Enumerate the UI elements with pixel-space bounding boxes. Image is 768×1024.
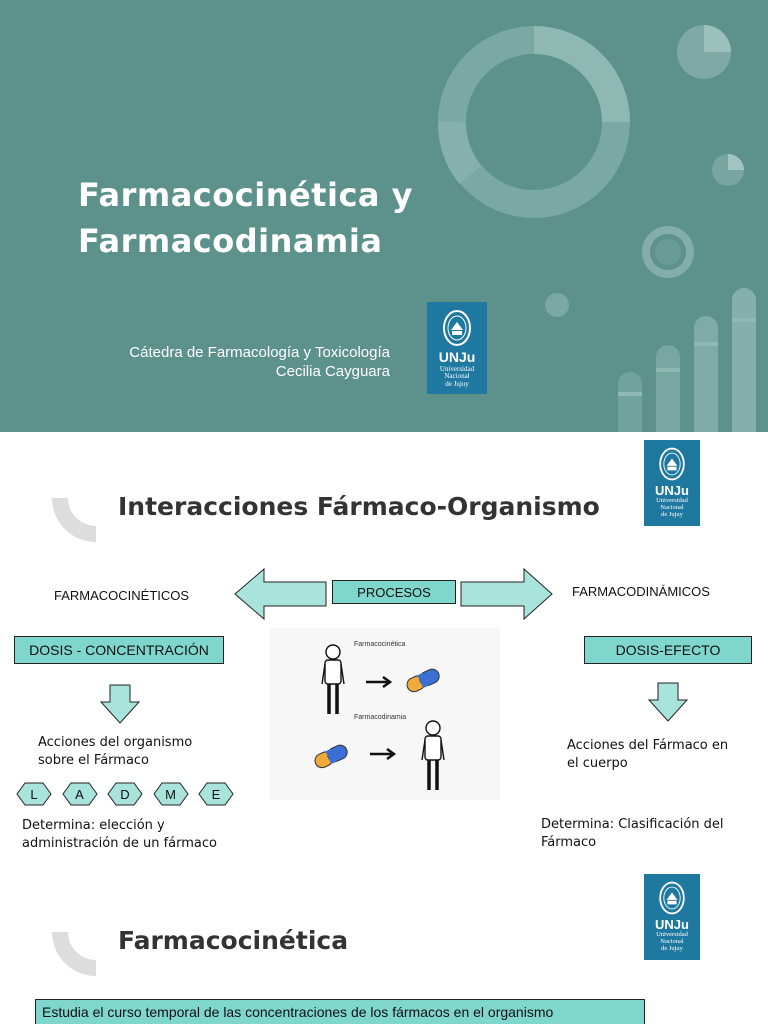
right-actions-line-2: el cuerpo bbox=[567, 756, 628, 771]
logo-line-2: Nacional bbox=[660, 503, 684, 511]
subtitle-line-1: Cátedra de Farmacología y Toxicología bbox=[129, 344, 390, 361]
ladme-letter: A bbox=[75, 786, 84, 802]
down-arrow-right-icon bbox=[648, 682, 688, 722]
left-determina-line-1: Determina: elección y bbox=[22, 818, 165, 833]
right-determina-line-2: Fármaco bbox=[541, 835, 597, 850]
ladme-hexagon: M bbox=[152, 782, 189, 806]
ladme-letter: L bbox=[30, 786, 38, 802]
hexagon-shape bbox=[198, 782, 234, 806]
procesos-box: PROCESOS bbox=[332, 580, 456, 604]
ladme-hexagon: A bbox=[61, 782, 98, 806]
person-icon bbox=[421, 720, 445, 790]
left-actions-text: Acciones del organismo sobre el Fármaco bbox=[38, 734, 192, 770]
ladme-letter: D bbox=[120, 786, 130, 802]
farmacocineticos-label: FARMACOCINÉTICOS bbox=[54, 588, 190, 603]
university-emblem-icon bbox=[443, 310, 471, 346]
right-arrow bbox=[460, 568, 553, 620]
ladme-letter: M bbox=[165, 786, 176, 802]
left-actions-line-1: Acciones del organismo bbox=[38, 735, 193, 750]
subtitle-line-2: Cecilia Cayguara bbox=[275, 363, 390, 380]
right-actions-text: Acciones del Fármaco en el cuerpo bbox=[567, 737, 728, 773]
unju-logo: UNJu Universidad Nacional de Jujuy bbox=[644, 874, 700, 960]
left-determina-text: Determina: elección y administración de … bbox=[22, 817, 217, 853]
interacciones-slide: UNJu Universidad Nacional de Jujuy Inter… bbox=[0, 432, 768, 864]
ladme-hexagon: D bbox=[107, 782, 143, 806]
presentation-title: Farmacocinética y Farmacodinamia bbox=[78, 172, 498, 264]
dosis-efecto-box: DOSIS-EFECTO bbox=[584, 636, 752, 664]
logo-line-2: Nacional bbox=[444, 372, 470, 381]
hexagon-shape bbox=[152, 782, 189, 806]
slide-heading: Farmacocinética bbox=[118, 926, 349, 955]
university-emblem-icon bbox=[659, 881, 685, 915]
right-determina-line-1: Determina: Clasificación del bbox=[541, 817, 724, 832]
right-actions-line-1: Acciones del Fármaco en bbox=[567, 738, 729, 753]
logo-line-3: de Jujuy bbox=[661, 944, 683, 952]
definition-box: Estudia el curso temporal de las concent… bbox=[35, 999, 645, 1024]
left-actions-line-2: sobre el Fármaco bbox=[38, 753, 150, 768]
down-arrow-left-icon bbox=[100, 684, 140, 724]
slide-heading: Interacciones Fármaco-Organismo bbox=[118, 492, 600, 521]
logo-line-2: Nacional bbox=[660, 937, 684, 945]
title-line-1: Farmacocinética y bbox=[78, 176, 413, 214]
unju-logo: UNJu Universidad Nacional de Jujuy bbox=[427, 302, 487, 394]
illustration-caption-top: Farmacocinética bbox=[354, 641, 406, 648]
left-determina-line-2: administración de un fármaco bbox=[22, 836, 217, 851]
hexagon-shape bbox=[107, 782, 143, 806]
ladme-hexagon: E bbox=[198, 782, 234, 806]
logo-name: UNJu bbox=[655, 483, 689, 498]
left-arrow bbox=[234, 568, 327, 620]
logo-line-3: de Jujuy bbox=[661, 510, 683, 518]
logo-line-1: Universidad bbox=[656, 497, 688, 504]
ladme-hexagon: L bbox=[16, 782, 52, 806]
right-determina-text: Determina: Clasificación del Fármaco bbox=[541, 816, 724, 852]
logo-line-1: Universidad bbox=[656, 931, 688, 938]
logo-line-1: Universidad bbox=[439, 365, 475, 373]
capsule-icon bbox=[314, 744, 348, 769]
presentation-subtitle: Cátedra de Farmacología y Toxicología Ce… bbox=[129, 343, 390, 381]
hexagon-shape bbox=[16, 782, 52, 806]
arrows-diagram bbox=[234, 568, 553, 620]
corner-decoration bbox=[52, 932, 96, 976]
capsule-icon bbox=[406, 668, 440, 693]
farmacodinamicos-label: FARMACODINÁMICOS bbox=[572, 584, 710, 599]
unju-logo: UNJu Universidad Nacional de Jujuy bbox=[644, 440, 700, 526]
university-emblem-icon bbox=[659, 447, 685, 481]
corner-decoration bbox=[52, 498, 96, 542]
decorative-circles bbox=[438, 25, 756, 432]
dosis-concentracion-box: DOSIS - CONCENTRACIÓN bbox=[14, 636, 224, 664]
pk-pd-illustration: Farmacocinética Farmacodinamia bbox=[270, 628, 500, 800]
title-line-2: Farmacodinamia bbox=[78, 222, 383, 260]
ladme-letter: E bbox=[211, 786, 221, 802]
logo-name: UNJu bbox=[438, 349, 476, 365]
illustration-drawing bbox=[314, 644, 445, 790]
person-icon bbox=[321, 644, 345, 714]
logo-name: UNJu bbox=[655, 917, 689, 932]
illustration-caption-bottom: Farmacodinamia bbox=[354, 714, 407, 721]
logo-line-3: de Jujuy bbox=[445, 379, 469, 388]
farmacocinetica-slide: UNJu Universidad Nacional de Jujuy Farma… bbox=[0, 864, 768, 1024]
hexagon-shape bbox=[61, 782, 98, 806]
title-slide: Farmacocinética y Farmacodinamia Cátedra… bbox=[0, 0, 768, 432]
